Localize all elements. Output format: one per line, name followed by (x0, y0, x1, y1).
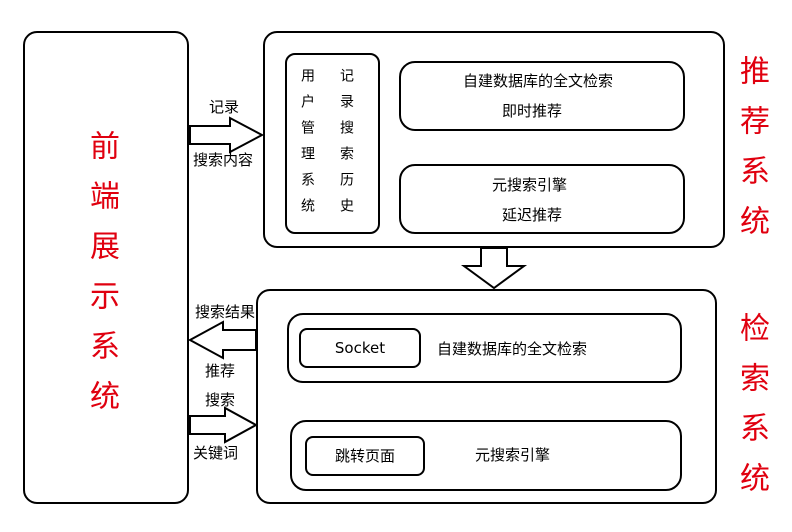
user-mgmt-box (285, 53, 380, 234)
arrow-label-keyword: 关键词 (193, 444, 239, 462)
socket-box: Socket (299, 328, 421, 368)
retrieval-system-title: 检索系统 (734, 312, 769, 512)
jump-page-label: 跳转页面 (334, 446, 395, 465)
arrow-right-record (189, 116, 265, 154)
user-mgmt-label: 用户管理系统 (299, 68, 315, 224)
arrow-right-keyword (189, 406, 259, 444)
arrow-down-flow (460, 247, 528, 290)
meta-search-recommend-box (399, 164, 685, 234)
db-search-label: 自建数据库的全文检索 (437, 340, 588, 358)
arrow-label-search-results: 搜索结果 (195, 303, 256, 321)
recommend-system-title: 推荐系统 (734, 55, 769, 255)
db-search-box (287, 313, 682, 383)
arrow-label-record: 记录 (209, 98, 240, 116)
frontend-system-box (23, 31, 189, 504)
meta-search-label: 元搜索引擎 (475, 446, 551, 464)
search-history-label: 记录搜索历史 (338, 68, 354, 224)
db-search-recommend-line1: 自建数据库的全文检索 (463, 72, 614, 90)
db-search-recommend-line2: 即时推荐 (502, 102, 563, 120)
socket-label: Socket (334, 338, 386, 357)
arrow-label-recommend: 推荐 (205, 362, 236, 380)
arrow-label-search: 搜索 (205, 391, 236, 409)
meta-search-recommend-line1: 元搜索引擎 (492, 176, 568, 194)
arrow-left-results (187, 320, 257, 360)
jump-page-box: 跳转页面 (305, 436, 425, 476)
meta-search-recommend-line2: 延迟推荐 (502, 206, 563, 224)
arrow-label-search-content: 搜索内容 (193, 151, 254, 169)
frontend-system-title: 前端展示系统 (84, 130, 119, 430)
db-search-recommend-box (399, 61, 685, 131)
